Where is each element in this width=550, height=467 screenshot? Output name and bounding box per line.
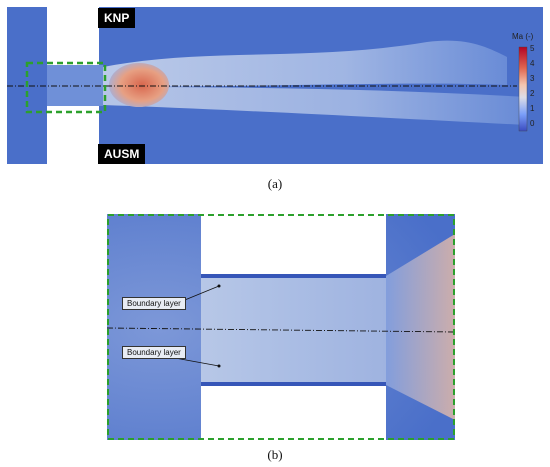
exit-plume <box>386 234 455 420</box>
plume-lower <box>103 87 527 125</box>
colorbar-title: Ma (-) <box>512 32 534 41</box>
colorbar <box>518 46 528 132</box>
nozzle-throat-flow <box>47 65 103 106</box>
colorbar-tick: 1 <box>530 104 535 113</box>
caption-b: (b) <box>267 447 283 462</box>
caption-a: (a) <box>267 176 283 191</box>
panel-a-contour-plot <box>7 7 543 164</box>
wall-bottom <box>201 385 386 440</box>
plume-upper <box>103 40 507 87</box>
colorbar-tick: 0 <box>530 119 535 128</box>
ausm-label: AUSM <box>98 144 146 164</box>
wall-top <box>201 214 386 276</box>
knp-label: KNP <box>98 8 136 28</box>
channel-flow <box>201 276 386 385</box>
boundary-layer-top <box>201 274 386 278</box>
annotation-point-top <box>217 284 221 288</box>
centerline-b <box>107 327 455 333</box>
nozzle-wall-bottom <box>47 106 99 164</box>
shock-core <box>109 63 169 107</box>
zoom-box-frame <box>107 214 455 440</box>
colorbar-tick: 3 <box>530 74 535 83</box>
panel-a-svg <box>7 7 543 164</box>
annotation-leader-bottom <box>174 357 220 367</box>
annotation-point-bottom <box>217 364 221 368</box>
boundary-layer-bottom <box>201 382 386 386</box>
panel-b-svg <box>107 214 455 440</box>
nozzle-wall-top <box>47 7 99 65</box>
panel-b-zoomed-contour <box>107 214 455 440</box>
boundary-layer-label-top: Boundary layer <box>122 297 186 310</box>
boundary-layer-label-bottom: Boundary layer <box>122 346 186 359</box>
colorbar-tick: 2 <box>530 89 535 98</box>
colorbar-tick: 4 <box>530 59 535 68</box>
zoom-box <box>25 61 107 114</box>
colorbar-tick: 5 <box>530 44 535 53</box>
